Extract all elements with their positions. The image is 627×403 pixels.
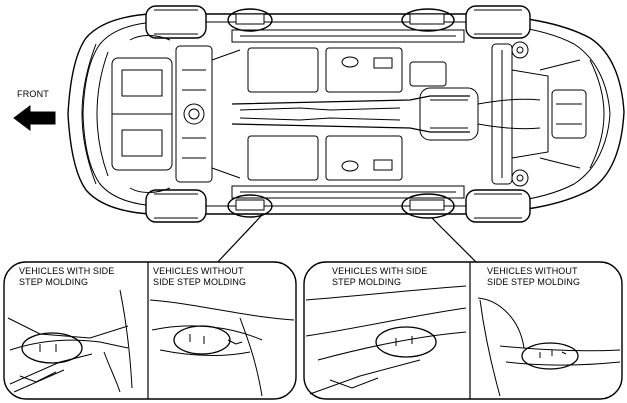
front-arrow-icon	[13, 105, 56, 131]
front-label: FRONT	[17, 89, 49, 99]
caption-left-without-molding: VEHICLES WITHOUT SIDE STEP MOLDING	[153, 266, 247, 287]
front-right-wheel	[145, 189, 207, 223]
jack-point-front-left	[227, 8, 273, 32]
caption-left-with-molding: VEHICLES WITH SIDE STEP MOLDING	[19, 266, 115, 287]
leader-line-left	[213, 214, 263, 267]
detail-panel-right	[303, 261, 623, 400]
caption-right-with-molding: VEHICLES WITH SIDE STEP MOLDING	[332, 266, 428, 287]
jack-point-detail-4	[521, 342, 579, 370]
detail-panel-left	[3, 261, 297, 400]
leader-line-right	[431, 217, 481, 267]
front-left-wheel	[145, 5, 207, 39]
jack-point-detail-2	[173, 325, 231, 355]
rear-left-wheel	[465, 5, 531, 39]
jack-point-rear-left	[401, 8, 455, 32]
vehicle-underbody	[67, 5, 625, 223]
jack-point-front-right	[227, 194, 273, 218]
jack-point-detail-1	[21, 332, 83, 364]
jack-point-rear-right	[401, 193, 455, 219]
jack-point-detail-3	[375, 326, 437, 358]
caption-right-without-molding: VEHICLES WITHOUT SIDE STEP MOLDING	[487, 266, 581, 287]
rear-right-wheel	[465, 189, 531, 223]
